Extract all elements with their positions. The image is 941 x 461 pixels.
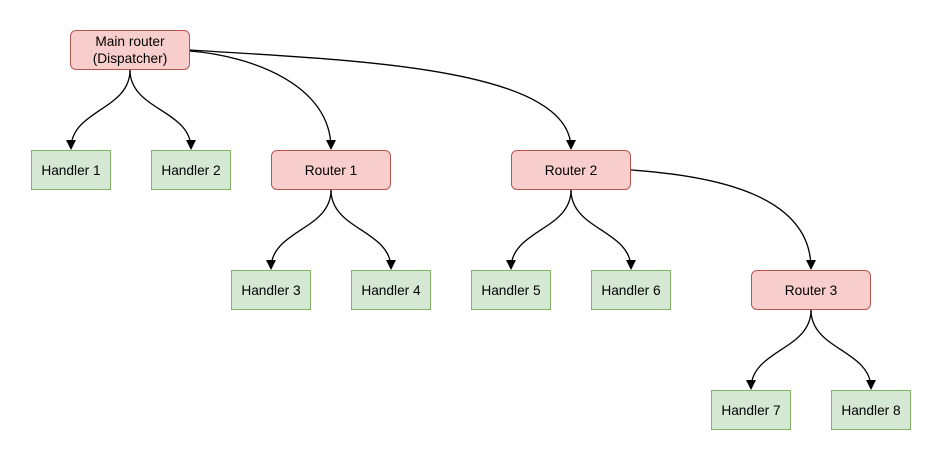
node-router-3: Router 3: [751, 270, 871, 310]
edge-main-router-to-handler-2: [129, 69, 196, 150]
edge-router-2-to-handler-6: [570, 189, 636, 270]
node-main-router: Main router (Dispatcher): [70, 30, 190, 70]
edge-main-router-to-handler-1: [66, 69, 131, 150]
node-handler-1: Handler 1: [31, 150, 111, 190]
node-handler-5: Handler 5: [471, 270, 551, 310]
edge-router-2-to-router-3: [630, 169, 816, 270]
node-router-1: Router 1: [271, 150, 391, 190]
node-handler-2: Handler 2: [151, 150, 231, 190]
edge-main-router-to-router-2: [189, 49, 576, 150]
edge-router-1-to-handler-4: [330, 189, 396, 270]
node-handler-6: Handler 6: [591, 270, 671, 310]
node-handler-8: Handler 8: [831, 390, 911, 430]
node-handler-3: Handler 3: [231, 270, 311, 310]
node-router-2: Router 2: [511, 150, 631, 190]
edge-router-3-to-handler-8: [810, 309, 876, 390]
edge-router-2-to-handler-5: [506, 189, 572, 270]
edge-router-3-to-handler-7: [746, 309, 812, 390]
edge-router-1-to-handler-3: [266, 189, 332, 270]
node-handler-4: Handler 4: [351, 270, 431, 310]
edge-main-router-to-router-1: [189, 50, 336, 150]
node-handler-7: Handler 7: [711, 390, 791, 430]
